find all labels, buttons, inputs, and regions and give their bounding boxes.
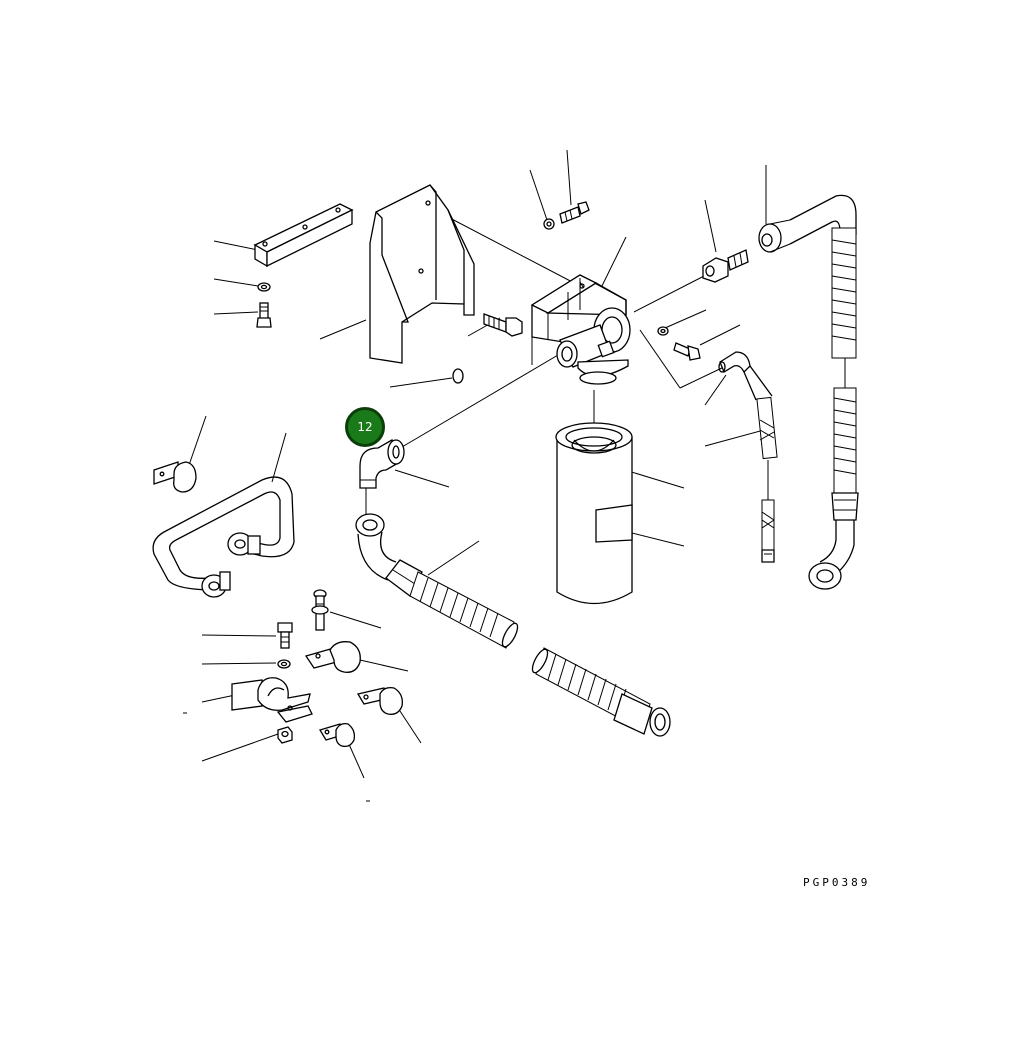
clamp-lower-2	[356, 686, 403, 715]
bent-tube	[152, 476, 295, 598]
washer-lower	[277, 659, 291, 669]
callout-label: 12	[357, 420, 373, 434]
bolt-horizontal	[483, 313, 523, 337]
callout-highlight-12[interactable]: 12	[345, 407, 385, 447]
bolt-top	[559, 201, 590, 224]
bolt-right	[673, 342, 701, 361]
mounting-bar	[253, 203, 354, 268]
clamp-lower-1	[304, 641, 361, 673]
clip-upper	[153, 461, 197, 493]
washer-top	[543, 218, 555, 230]
bolt-lower	[277, 622, 293, 649]
tube-right-small	[718, 351, 778, 563]
pin	[452, 368, 464, 384]
filter-head	[530, 274, 631, 385]
hose-left-long	[355, 513, 671, 737]
washer-right	[657, 326, 669, 336]
adapter-fitting	[702, 249, 749, 283]
washer-small	[257, 282, 271, 292]
bolt-clamp	[311, 589, 329, 631]
clamp-pair	[231, 677, 313, 723]
bolt-small-left	[256, 302, 272, 328]
tick-marks	[183, 712, 370, 802]
elbow-fitting	[359, 439, 405, 489]
clamp-lower-3	[319, 722, 356, 748]
bracket-plate	[369, 184, 475, 364]
hose-nut	[758, 219, 791, 253]
filter-element	[555, 422, 633, 605]
nut-lower	[277, 726, 293, 744]
drawing-reference: PGP0389	[803, 876, 871, 889]
hose-right-long	[789, 194, 859, 590]
